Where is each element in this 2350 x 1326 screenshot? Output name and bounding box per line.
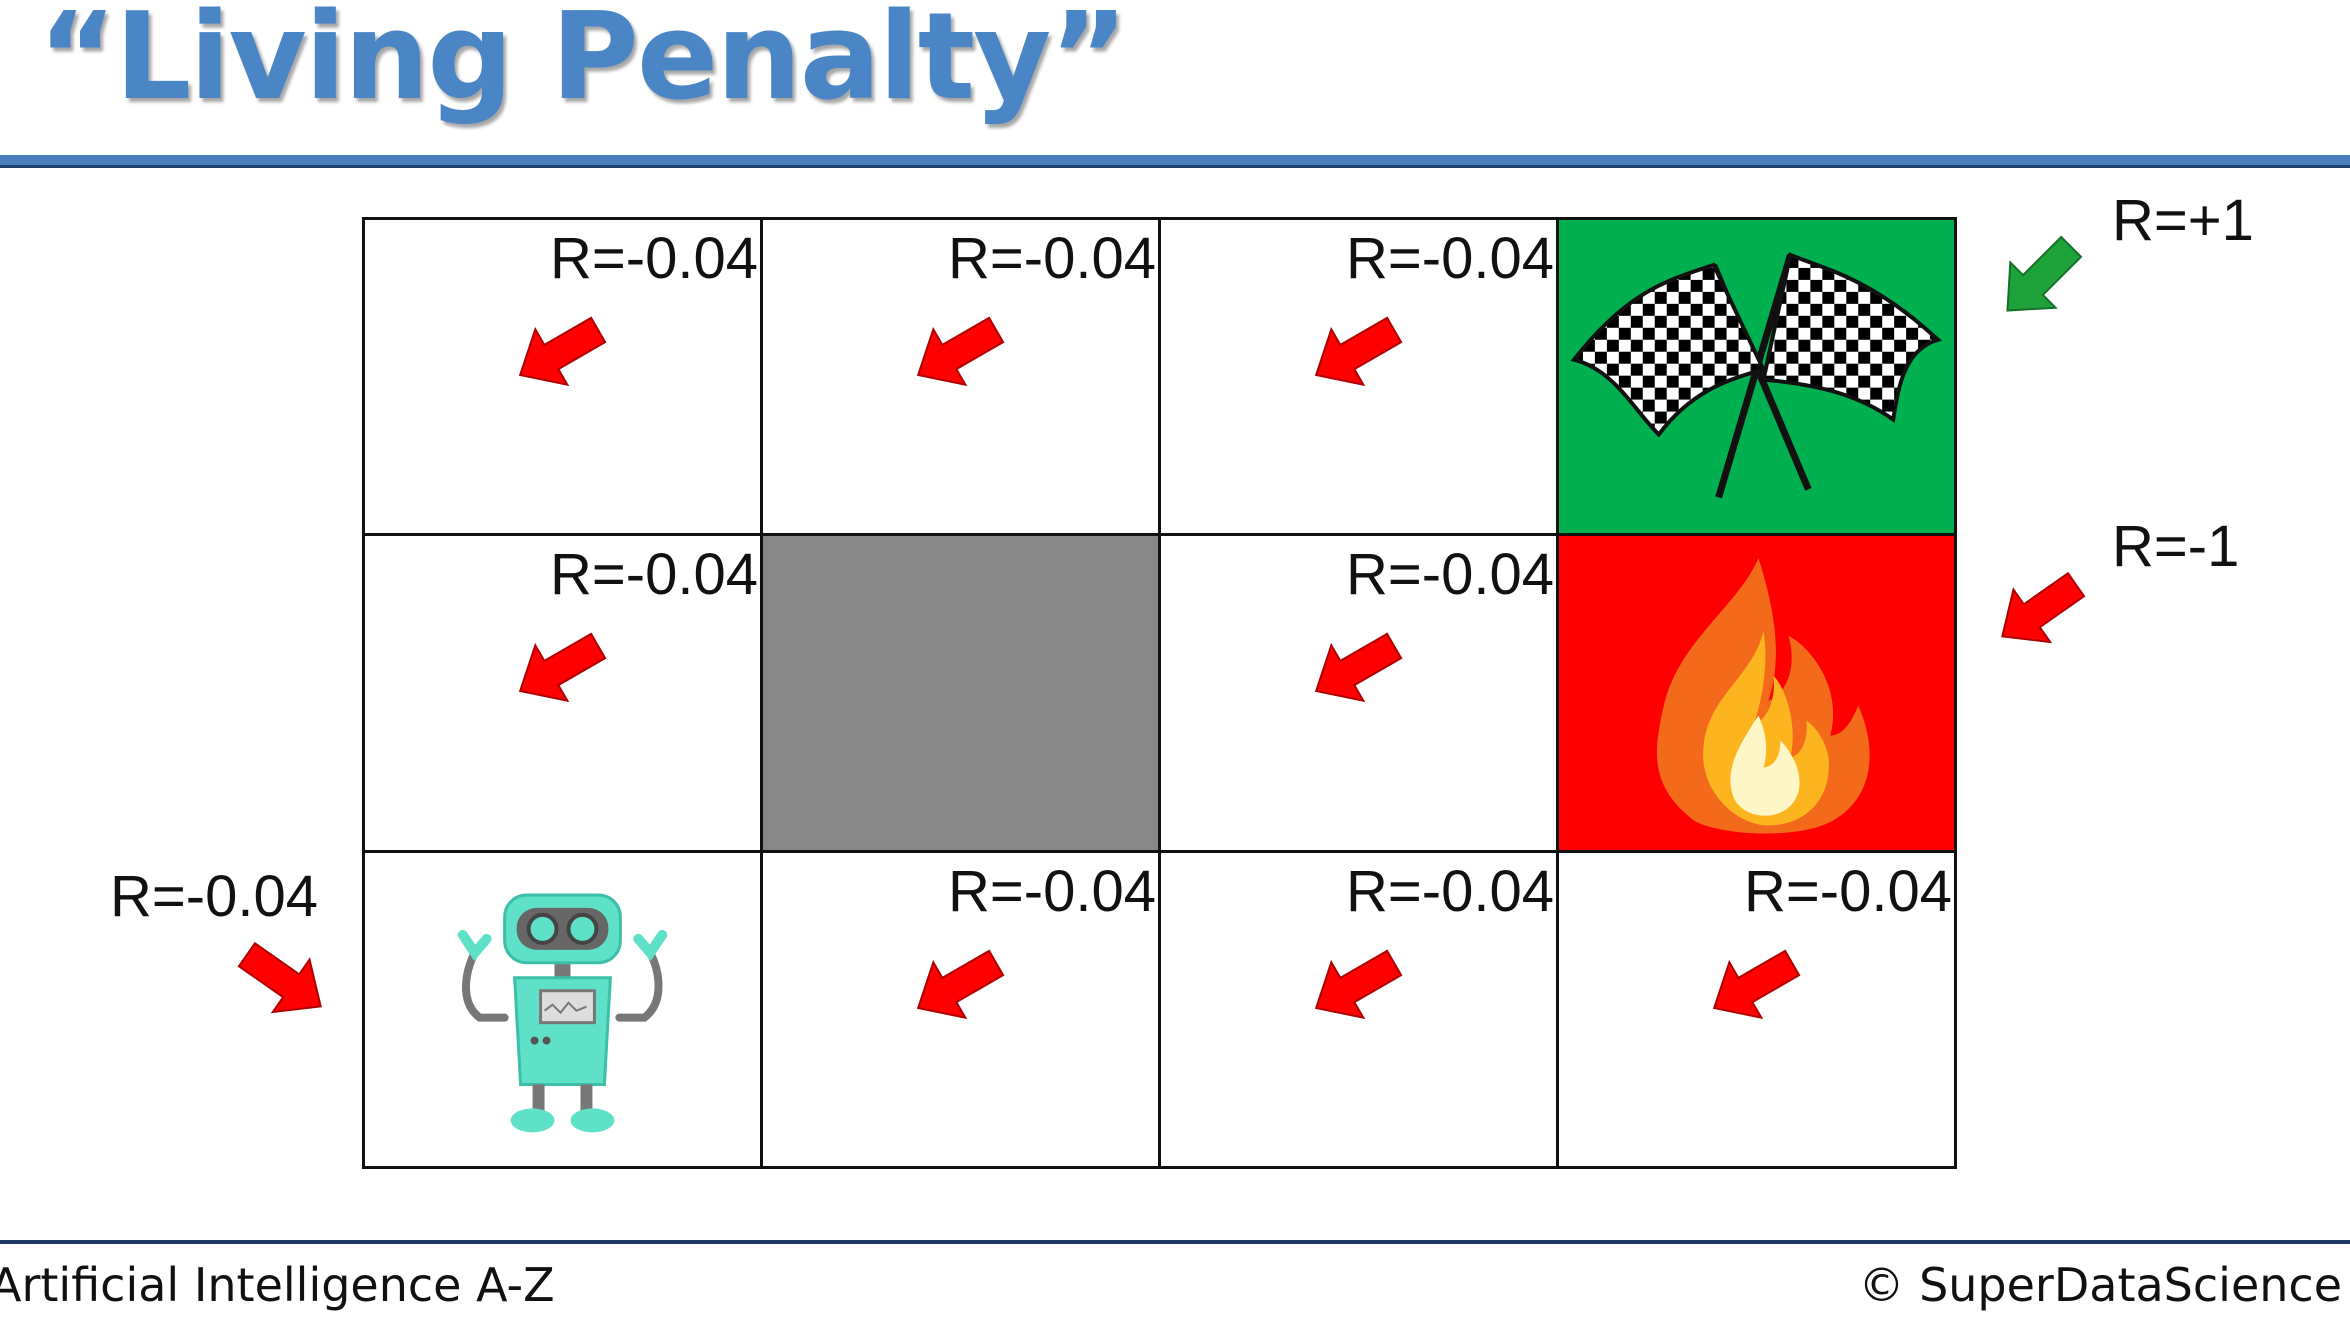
cell-reward-label: R=-0.04 [948,226,1156,291]
copyright-notice: © SuperDataScience [1858,1258,2342,1312]
penalty-arrow-icon [1314,632,1403,703]
fire-icon [1656,558,1870,834]
grid-world: R=-0.04 R=-0.04 R=-0.04 R=-0.04 R=- [362,217,1957,1169]
penalty-arrow-icon [518,316,607,387]
title-divider [0,155,2350,168]
start-arrow-icon [237,941,322,1014]
grid-cell-start [365,852,763,1169]
cell-reward-label: R=-0.04 [550,542,758,608]
checkered-flags-icon [1570,252,1943,499]
cell-reward-label: R=-0.04 [948,858,1156,924]
penalty-arrow-icon [518,632,607,703]
grid-cell-empty: R=-0.04 [1559,852,1957,1169]
penalty-arrow-icon [1712,949,1801,1019]
footer-divider [0,1240,2350,1244]
penalty-arrow-icon [916,316,1005,387]
start-reward-label: R=-0.04 [110,864,318,929]
cell-reward-label: R=-0.04 [1346,226,1554,291]
robot-icon [457,893,668,1133]
grid-cell-empty: R=-0.04 [1161,220,1559,537]
grid-cell-empty: R=-0.04 [365,536,763,853]
grid-cell-empty: R=-0.04 [365,220,763,537]
cell-reward-label: R=-0.04 [1346,858,1554,924]
fire-arrow-icon [2001,571,2086,644]
cell-reward-label: R=-0.04 [550,226,758,291]
course-name: Artificial Intelligence A-Z [0,1258,555,1312]
fire-reward-label: R=-1 [2112,514,2240,579]
penalty-arrow-icon [1314,949,1403,1019]
cell-reward-label: R=-0.04 [1346,542,1554,608]
cell-reward-label: R=-0.04 [1744,858,1952,924]
grid-cell-wall [763,536,1161,853]
goal-arrow-icon [2006,235,2083,312]
slide-title: “Living Penalty” [38,0,1128,127]
goal-reward-label: R=+1 [2112,188,2254,253]
grid-cell-goal [1559,220,1957,537]
grid-cell-empty: R=-0.04 [1161,536,1559,853]
grid-cell-empty: R=-0.04 [1161,852,1559,1169]
grid-cell-empty: R=-0.04 [763,220,1161,537]
penalty-arrow-icon [916,949,1005,1019]
penalty-arrow-icon [1314,316,1403,387]
grid-cell-fire [1559,536,1957,853]
grid-cell-empty: R=-0.04 [763,852,1161,1169]
